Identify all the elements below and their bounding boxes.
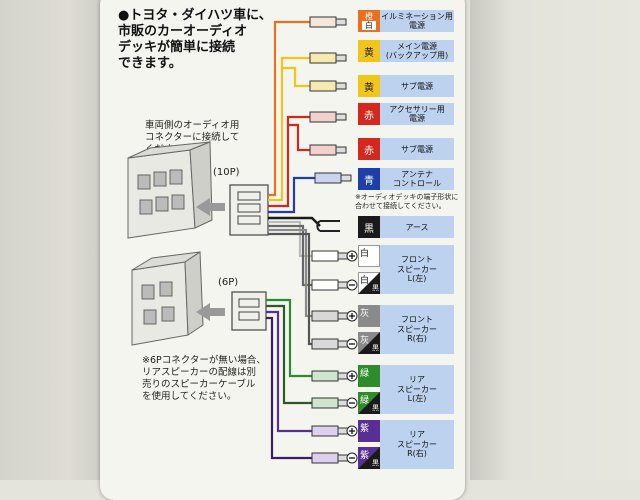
label-illumination: イルミネーション用電源 <box>380 10 454 32</box>
arrow-10p-icon <box>196 198 225 216</box>
color-chip-orange-white: 橙白 <box>358 10 380 32</box>
wire-group <box>266 20 321 460</box>
wire-white-black <box>268 224 312 287</box>
color-chip-white-black: 白 黒 <box>358 272 380 294</box>
label-accessory: アクセサリー用電源 <box>380 103 454 125</box>
terminal-orange <box>309 16 347 28</box>
heading-text: ●トヨタ・ダイハツ車に、 市販のカーオーディオ デッキが簡単に接続 できます。 <box>118 8 272 71</box>
vehicle-connector-10p-drawing <box>127 141 213 239</box>
plus-icon <box>346 425 358 437</box>
color-chip-green: 緑 <box>358 365 380 387</box>
color-chip-white: 白 <box>358 245 380 267</box>
terminal-green-black <box>311 397 349 409</box>
vehicle-connector-6p-drawing <box>131 251 204 346</box>
wire-yellow-1 <box>268 56 310 202</box>
terminal-red-1 <box>309 111 347 123</box>
color-chip-purple: 紫 <box>358 420 380 442</box>
color-chip-black: 黒 <box>358 216 380 238</box>
terminal-yellow-2 <box>309 80 347 92</box>
wiring-diagram <box>127 16 358 464</box>
plus-icon <box>346 310 358 322</box>
connector-10p-label: (10P) <box>213 167 240 178</box>
terminal-white <box>311 250 349 262</box>
minus-icon <box>346 397 358 409</box>
color-chip-green-black: 緑 黒 <box>358 392 380 414</box>
arrow-6p-icon <box>196 303 225 321</box>
label-antenna: アンテナコントロール <box>380 168 454 190</box>
terminal-yellow-1 <box>309 52 347 64</box>
wire-blue <box>268 176 315 214</box>
connector-6p-label: (6P) <box>218 277 239 288</box>
wire-green-black <box>266 304 312 405</box>
label-ground: アース <box>380 216 454 238</box>
wire-yellow-2 <box>282 66 310 88</box>
harness-connector-10p <box>229 184 269 236</box>
terminal-blue <box>314 172 352 184</box>
terminal-group <box>309 16 358 464</box>
terminal-white-black <box>311 279 349 291</box>
terminal-purple <box>311 425 349 437</box>
color-chip-gray-black: 灰 黒 <box>358 332 380 354</box>
wire-purple <box>266 310 312 433</box>
terminal-purple-black <box>311 452 349 464</box>
color-chip-gray: 灰 <box>358 305 380 327</box>
label-sub-power-1: サブ電源 <box>380 75 454 97</box>
terminal-gray <box>311 310 349 322</box>
color-chip-red: 赤 <box>358 103 380 125</box>
terminal-green <box>311 370 349 382</box>
minus-icon <box>346 279 358 291</box>
label-sub-power-2: サブ電源 <box>380 138 454 160</box>
color-chip-purple-black: 紫 黒 <box>358 447 380 469</box>
plus-icon <box>346 370 358 382</box>
wire-gray-black <box>268 232 312 346</box>
label-main-power: メイン電源(バックアップ用) <box>380 40 454 62</box>
plus-icon <box>346 250 358 262</box>
harness-connector-6p <box>231 291 267 331</box>
terminal-red-2 <box>309 144 347 156</box>
background-right <box>470 0 640 480</box>
six-pin-note: ※6Pコネクターが無い場合、 リアスピーカーの配線は別 売りのスピーカーケーブル… <box>142 355 266 402</box>
background-left <box>0 0 115 480</box>
wire-red-1 <box>268 115 310 208</box>
minus-icon <box>346 338 358 350</box>
wire-purple-black <box>266 316 312 460</box>
color-chip-yellow: 黄 <box>358 40 380 62</box>
color-chip-yellow-2: 黄 <box>358 75 380 97</box>
wire-green <box>266 298 312 378</box>
color-chip-red-2: 赤 <box>358 138 380 160</box>
color-chip-blue: 青 <box>358 168 380 190</box>
wire-orange <box>268 20 310 197</box>
terminal-gray-black <box>311 338 349 350</box>
antenna-note: ※オーディオデッキの端子形状に 合わせて接続してください。 <box>355 193 459 210</box>
minus-icon <box>346 452 358 464</box>
ground-terminal-icon <box>316 220 340 232</box>
wire-red-2 <box>288 123 310 152</box>
